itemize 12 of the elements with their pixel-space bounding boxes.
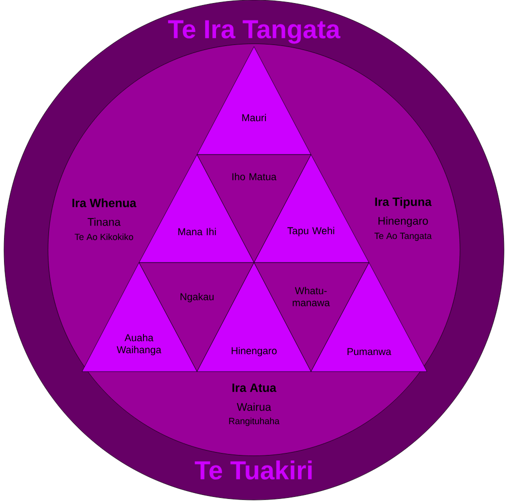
ring-title: Te Ira Tangata xyxy=(168,20,340,44)
section-note: Te Ao Kikokiko xyxy=(74,234,134,240)
section-heading: Ira Tipuna xyxy=(375,197,432,208)
section-subheading: Wairua xyxy=(236,402,272,411)
triangle: Mauri xyxy=(196,46,312,155)
section-subheading: Hinengaro xyxy=(378,216,428,227)
section-subheading: Tinana xyxy=(88,218,121,226)
section-note: Rangituhaha xyxy=(229,418,280,426)
ring-title: Te Tuakiri xyxy=(194,460,312,480)
section-heading: Ira Whenua xyxy=(72,198,136,208)
section-note: Te Ao Tangata xyxy=(374,232,432,241)
section-heading: Ira Atua xyxy=(232,384,276,392)
